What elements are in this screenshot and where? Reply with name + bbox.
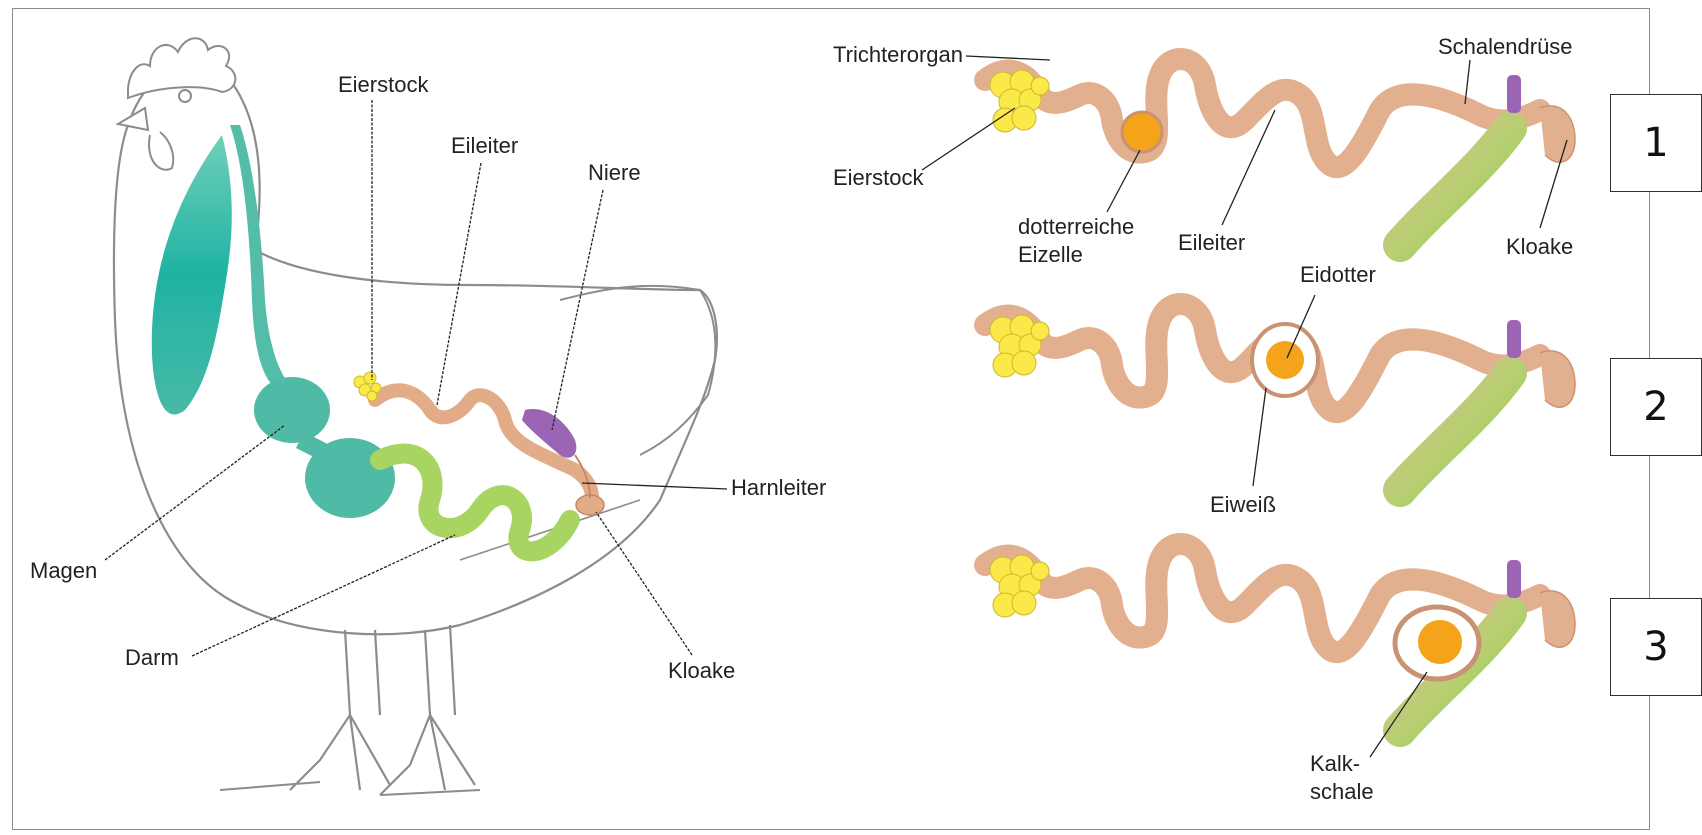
stage-number-3: 3 — [1610, 598, 1702, 696]
stage-number-1: 1 — [1610, 94, 1702, 192]
hen-illustration — [114, 38, 717, 795]
leader-trichterorgan — [966, 56, 1050, 60]
label-eierstock: Eierstock — [338, 72, 429, 97]
label-darm: Darm — [125, 645, 179, 670]
label-kalk: Kalk- — [1310, 751, 1360, 776]
label-schale: schale — [1310, 779, 1374, 804]
label-trichterorgan: Trichterorgan — [833, 42, 963, 67]
label-harnleiter: Harnleiter — [731, 475, 826, 500]
label-eierstock-stage: Eierstock — [833, 165, 924, 190]
hen-stomach — [254, 377, 330, 443]
label-eiweiss: Eiweiß — [1210, 492, 1276, 517]
hen-leg-left — [290, 630, 390, 790]
label-eidotter: Eidotter — [1300, 262, 1376, 287]
leader-eizelle — [1107, 150, 1140, 212]
hen-eye — [179, 90, 191, 102]
label-kloake-hen: Kloake — [668, 658, 735, 683]
hen-feet — [220, 782, 480, 795]
leader-eierstock-stage — [922, 108, 1015, 170]
label-niere: Niere — [588, 160, 641, 185]
label-dotterreiche: dotterreiche — [1018, 214, 1134, 239]
oviduct-stage-2 — [985, 304, 1575, 490]
leader-eiweiss — [1253, 388, 1266, 486]
oviduct-stage-3 — [985, 544, 1575, 730]
label-eizelle: Eizelle — [1018, 242, 1083, 267]
label-schalendruese: Schalendrüse — [1438, 34, 1573, 59]
label-eileiter: Eileiter — [451, 133, 518, 158]
label-magen: Magen — [30, 558, 97, 583]
label-eileiter-stage: Eileiter — [1178, 230, 1245, 255]
leader-kloake-hen — [596, 512, 692, 655]
label-kloake-stage: Kloake — [1506, 234, 1573, 259]
hen-leg-right — [380, 625, 475, 795]
stage-number-2: 2 — [1610, 358, 1702, 456]
